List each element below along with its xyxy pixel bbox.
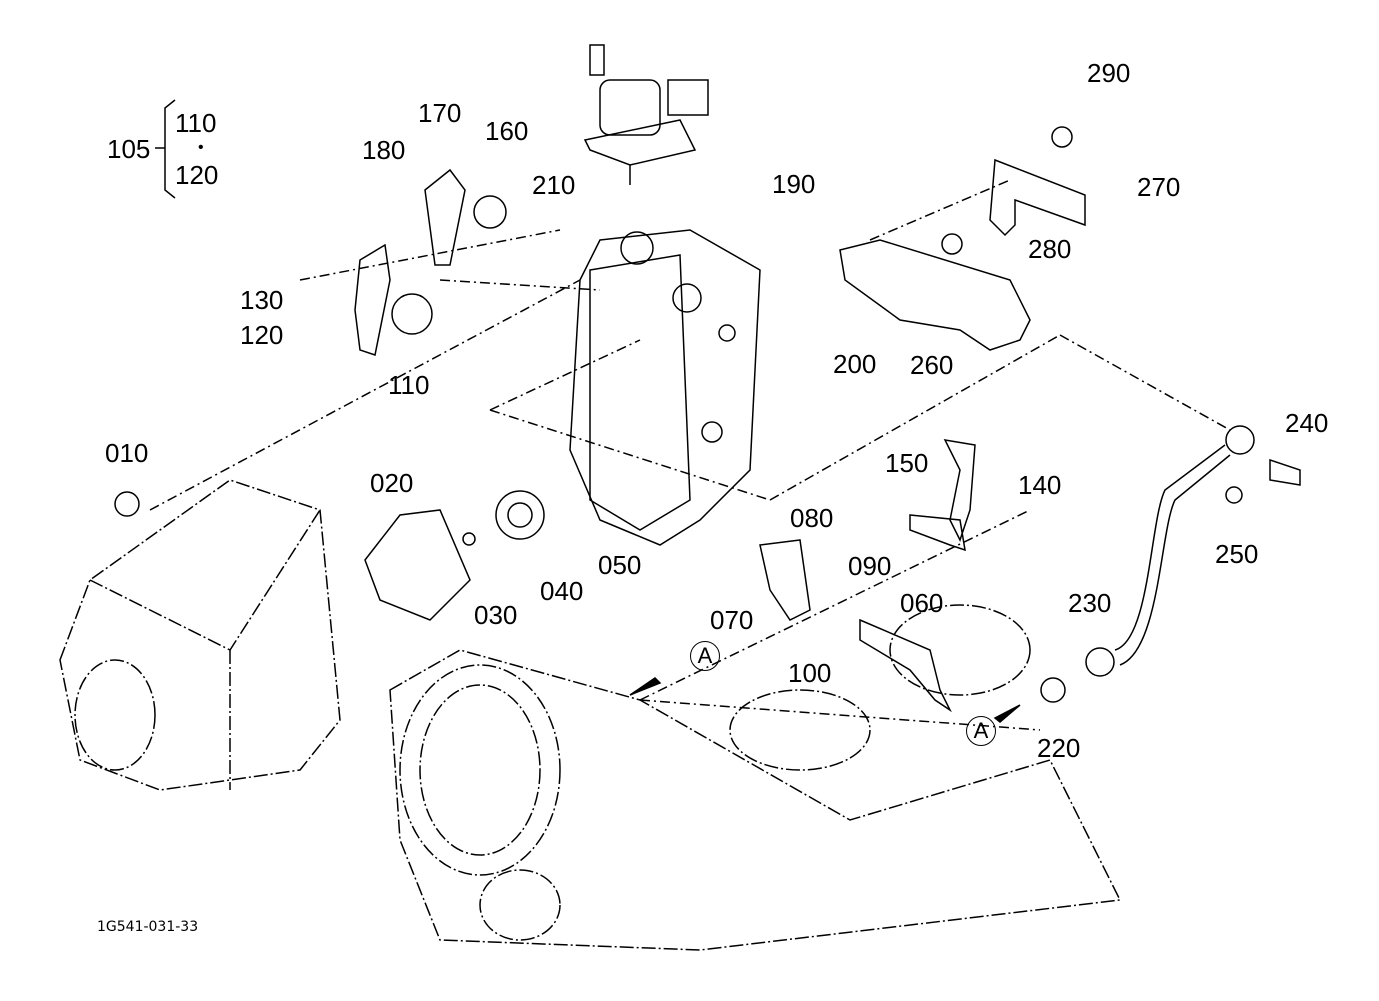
part-label-050[interactable]: 050 [598,550,642,580]
part-label-170[interactable]: 170 [418,98,462,128]
shafts [759,439,976,713]
part-label-105-includes-110: 110 [175,108,217,138]
part-label-030[interactable]: 030 [474,600,518,630]
part-label-060[interactable]: 060 [900,588,944,618]
part-label-160[interactable]: 160 [485,116,529,146]
part-label-120[interactable]: 120 [240,320,284,350]
set-separator: • [198,139,204,156]
callout-a-left: A [690,641,720,671]
callout-a-right: A [966,716,996,746]
part-label-280[interactable]: 280 [1028,234,1072,264]
drawing-code: 1G541-031-33 [97,919,199,935]
part-label-260[interactable]: 260 [910,350,954,380]
engine-block [59,479,341,791]
part-label-290[interactable]: 290 [1087,58,1131,88]
part-label-040[interactable]: 040 [540,576,584,606]
plates [354,168,471,621]
part-label-105-includes-120: 120 [175,160,219,190]
springs [114,195,1255,703]
arrow-a-left [629,677,662,696]
part-label-020[interactable]: 020 [370,468,414,498]
part-label-090[interactable]: 090 [848,551,892,581]
part-label-230[interactable]: 230 [1068,588,1112,618]
part-label-240[interactable]: 240 [1285,408,1329,438]
pipe [1114,444,1301,666]
part-label-150[interactable]: 150 [885,448,929,478]
part-label-070[interactable]: 070 [710,605,754,635]
part-label-110[interactable]: 110 [388,370,430,400]
part-label-080[interactable]: 080 [790,503,834,533]
part-label-200[interactable]: 200 [833,349,877,379]
part-label-105: 105 [107,134,151,164]
part-label-250[interactable]: 250 [1215,539,1259,569]
part-label-270[interactable]: 270 [1137,172,1181,202]
sensor-unit [583,44,709,185]
part-label-180[interactable]: 180 [362,135,406,165]
governor-housing [569,229,761,546]
leader-lines [149,179,1231,731]
brackets [839,126,1086,351]
gear-case [389,604,1122,951]
part-label-010[interactable]: 010 [105,438,149,468]
part-label-100[interactable]: 100 [788,658,832,688]
part-label-210[interactable]: 210 [532,170,576,200]
part-label-220[interactable]: 220 [1037,733,1081,763]
part-label-140[interactable]: 140 [1018,470,1062,500]
part-label-190[interactable]: 190 [772,169,816,199]
part-label-130[interactable]: 130 [240,285,284,315]
arrow-a-right [993,704,1021,723]
